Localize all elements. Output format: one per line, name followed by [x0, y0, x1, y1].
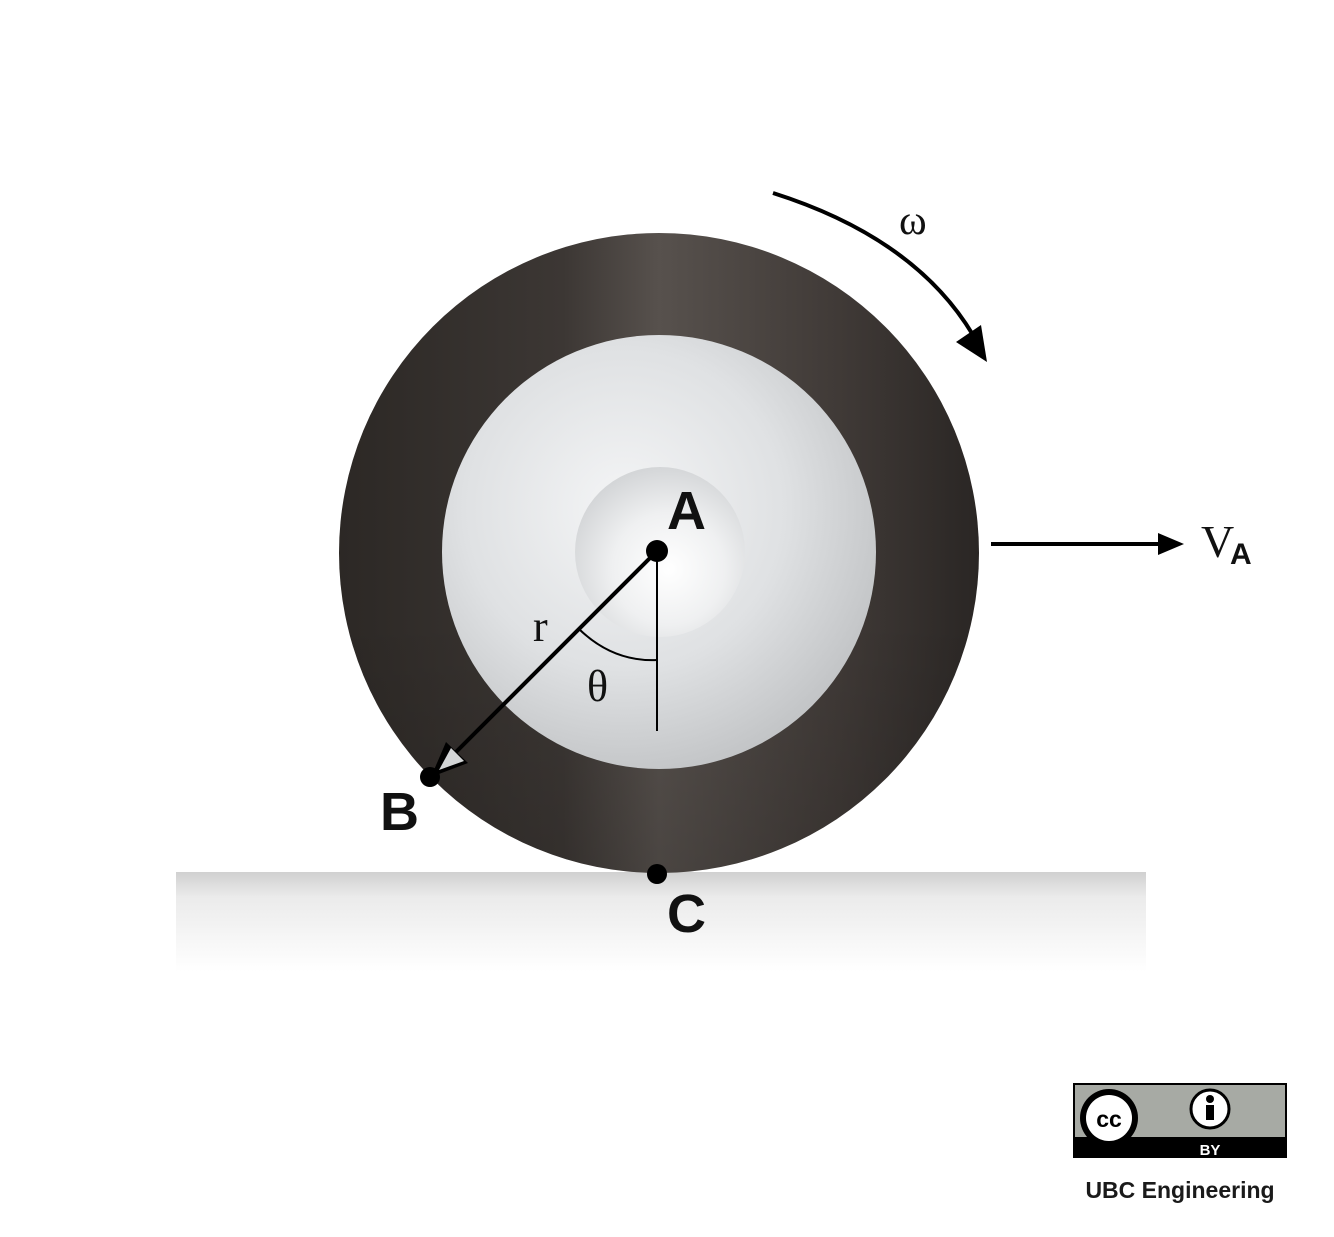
velocity-arrowhead: [1158, 533, 1184, 555]
label-velocity-subscript: A: [1230, 538, 1252, 571]
by-text: BY: [1200, 1142, 1221, 1159]
label-b: B: [380, 782, 419, 842]
omega-arrowhead: [956, 325, 987, 362]
point-a-dot: [646, 540, 668, 562]
label-r: r: [533, 602, 548, 651]
cc-by-license-badge: cc BY: [1073, 1083, 1287, 1159]
credit-text: UBC Engineering: [1085, 1177, 1274, 1203]
cc-text: cc: [1096, 1106, 1122, 1132]
label-velocity: V: [1201, 516, 1234, 567]
cc-circle-inner: [1086, 1095, 1132, 1141]
label-a: A: [667, 481, 706, 541]
label-theta: θ: [587, 662, 608, 711]
radius-line: [450, 549, 659, 758]
radius-arrowhead-highlight: [439, 748, 464, 770]
ground: [176, 872, 1146, 972]
point-b-dot: [420, 767, 440, 787]
label-omega: ω: [899, 198, 927, 244]
person-body: [1206, 1105, 1214, 1120]
point-c-dot: [647, 864, 667, 884]
label-c: C: [667, 884, 706, 944]
person-head: [1206, 1095, 1214, 1103]
angle-arc: [578, 628, 658, 662]
omega-rotation-arc: [772, 191, 975, 337]
